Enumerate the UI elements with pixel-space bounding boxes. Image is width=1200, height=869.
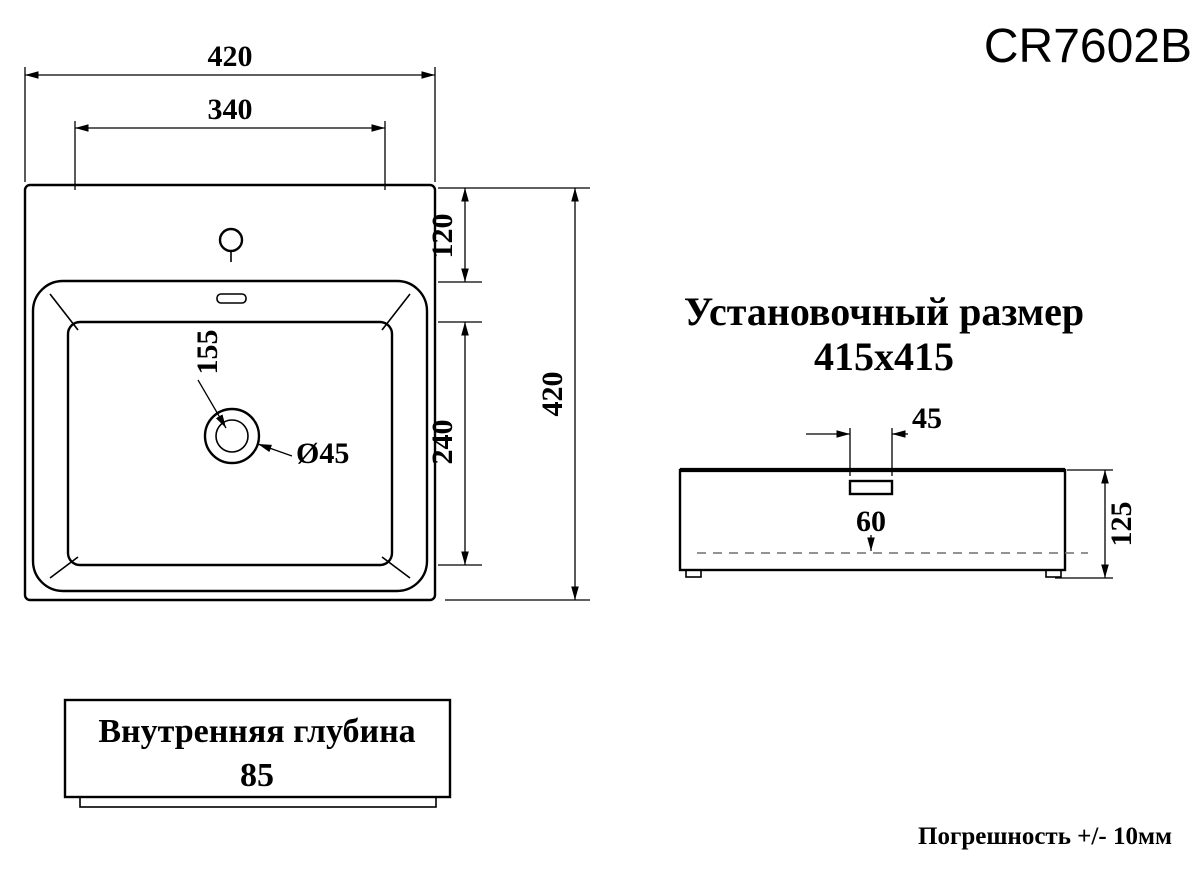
dim-drain-depth-value: 60 (856, 505, 886, 538)
tolerance-note: Погрешность +/- 10мм (918, 823, 1172, 850)
dim-inner-width-value: 340 (208, 93, 253, 126)
basin-rim (31, 279, 429, 593)
model-title: CR7602B (984, 20, 1192, 73)
drain-inner-circle (215, 419, 249, 453)
dim-drain-width-value: 45 (912, 402, 942, 435)
sink-outline (23, 183, 437, 602)
depth-box-value: 85 (240, 757, 274, 794)
side-view: 45 60 125 (678, 402, 1138, 579)
dim-drain-diameter: Ø45 (257, 437, 349, 470)
dim-drain-depth: 60 (856, 505, 886, 551)
drain-outer-circle (203, 407, 261, 465)
dim-side-height: 125 (1055, 469, 1138, 579)
foot-left (685, 569, 702, 578)
installation-note: Установочный размер 415x415 (684, 289, 1084, 379)
top-view: 420 340 120 (23, 40, 590, 602)
dim-side-height-value: 125 (1105, 502, 1138, 547)
installation-label: Установочный размер (684, 289, 1084, 334)
dim-rim-depth: 120 (426, 188, 469, 282)
installation-size: 415x415 (814, 334, 954, 379)
drain (203, 407, 261, 465)
dim-outer-height-value: 420 (536, 372, 569, 417)
dim-basin-height: 240 (426, 322, 469, 565)
dim-drain-width: 45 (806, 402, 942, 476)
depth-box-base (79, 796, 437, 808)
dim-basin-height-value: 240 (426, 420, 459, 465)
dim-drain-diameter-value: Ø45 (296, 437, 349, 470)
dim-outer-height: 420 (536, 188, 579, 600)
dim-drain-offset-value: 155 (191, 330, 224, 375)
depth-box-label: Внутренняя глубина (98, 713, 415, 750)
dim-drain-offset: 155 (191, 330, 227, 429)
basin-bottom (66, 320, 394, 567)
faucet-hole (218, 227, 244, 262)
dim-outer-width: 420 (24, 40, 436, 182)
dim-rim-depth-value: 120 (426, 214, 459, 259)
dim-inner-width: 340 (74, 93, 386, 190)
side-drain-fitting (848, 479, 894, 496)
dim-outer-width-value: 420 (208, 40, 253, 73)
depth-box: Внутренняя глубина 85 (63, 698, 452, 808)
foot-right (1045, 569, 1062, 578)
overflow-slot (216, 293, 247, 304)
basin-corner-lines (49, 293, 411, 579)
